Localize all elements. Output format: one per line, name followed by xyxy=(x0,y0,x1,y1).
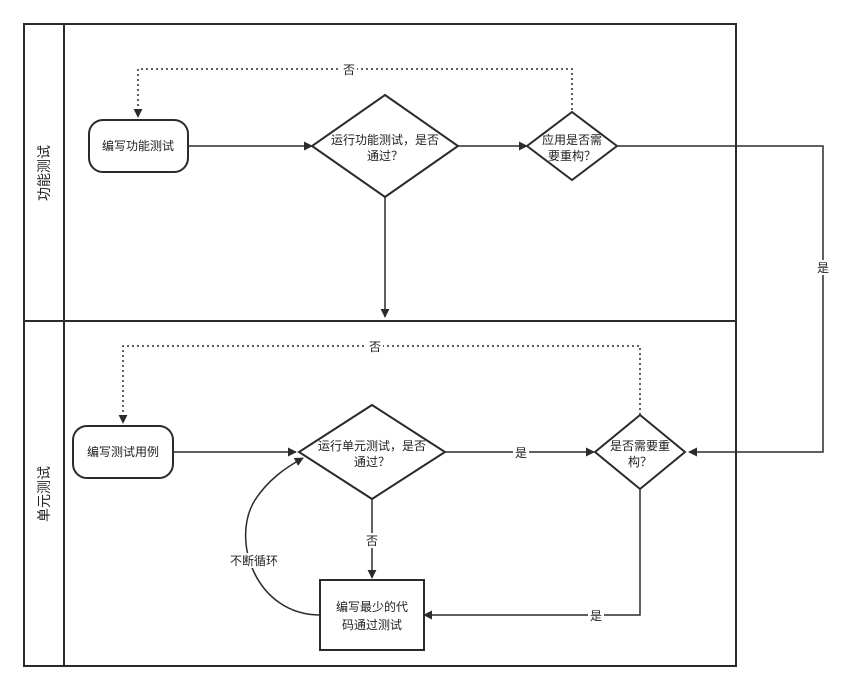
label-yes-refactor: 是 xyxy=(590,609,602,623)
node-needs-refactor-line1: 是否需要重 xyxy=(610,439,670,453)
node-write-min-code-line2: 码通过测试 xyxy=(342,617,402,632)
lane-title-unit: 单元测试 xyxy=(37,466,53,522)
node-run-functional-test-line1: 运行功能测试，是否 xyxy=(331,132,439,147)
label-no-unit-top: 否 xyxy=(369,340,381,354)
node-app-needs-refactor-line1: 应用是否需 xyxy=(542,132,602,147)
edge-yes-to-unit-refactor xyxy=(617,145,824,457)
node-needs-refactor-line2: 构？ xyxy=(628,454,652,469)
node-write-unit-test xyxy=(72,425,174,479)
node-run-functional-test xyxy=(310,93,460,199)
label-no-functional: 否 xyxy=(343,63,355,77)
node-write-functional-test xyxy=(88,119,189,173)
label-loop: 不断循环 xyxy=(230,553,278,568)
edge-loop-back xyxy=(245,457,321,616)
node-app-needs-refactor xyxy=(525,110,619,182)
node-run-unit-test-line2: 通过？ xyxy=(354,455,390,469)
node-run-unit-test-line1: 运行单元测试，是否 xyxy=(318,438,426,453)
label-no-unit-down: 否 xyxy=(366,534,378,548)
node-run-unit-test xyxy=(297,403,447,501)
swimlane-frame xyxy=(23,23,737,667)
node-write-functional-test-label: 编写功能测试 xyxy=(102,138,174,153)
label-yes-right: 是 xyxy=(817,261,829,275)
node-app-needs-refactor-line2: 要重构？ xyxy=(548,148,596,163)
node-run-functional-test-line2: 通过？ xyxy=(367,149,403,163)
lane-title-functional: 功能测试 xyxy=(37,145,53,201)
node-write-min-code-line1: 编写最少的代 xyxy=(336,599,408,614)
node-write-unit-test-label: 编写测试用例 xyxy=(87,444,159,459)
node-needs-refactor xyxy=(593,413,687,491)
label-yes-unit-pass: 是 xyxy=(515,446,527,460)
node-write-min-code xyxy=(319,579,425,651)
edge-refactor-to-code xyxy=(423,489,641,620)
edge-no-loop-functional xyxy=(133,68,573,118)
